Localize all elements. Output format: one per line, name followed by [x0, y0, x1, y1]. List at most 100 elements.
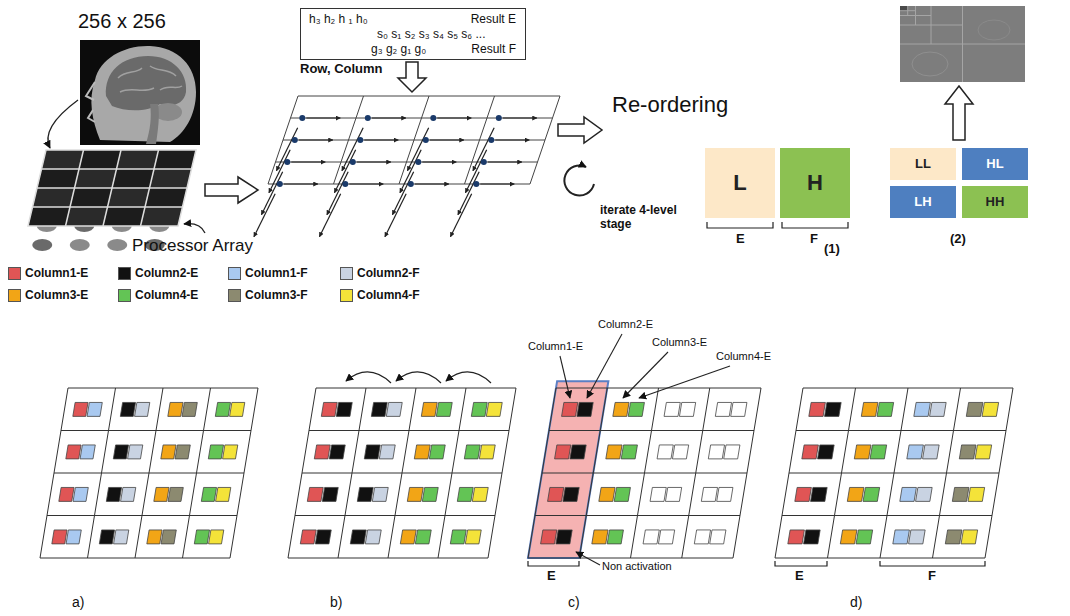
- filter-text: Result E: [471, 13, 516, 27]
- image-tile: [103, 207, 145, 226]
- grid-line: [37, 187, 187, 189]
- legend-swatch: [228, 289, 241, 302]
- grid-outline: [775, 388, 1013, 558]
- image-tile: [70, 188, 112, 207]
- data-square: [106, 487, 121, 501]
- data-square: [66, 530, 81, 544]
- data-square: [161, 445, 176, 459]
- grid-line: [535, 515, 740, 516]
- legend-text: Column1-F: [245, 266, 308, 280]
- tile-content: [70, 239, 90, 251]
- data-square: [788, 530, 805, 544]
- legend-text: Column1-E: [25, 266, 88, 280]
- data-square: [825, 402, 842, 416]
- grid-line: [302, 473, 502, 474]
- data-square: [464, 445, 480, 459]
- pixel-dot: [496, 115, 502, 121]
- image-size: 256 x 256: [78, 10, 166, 33]
- legend-item: Column3-E: [8, 288, 88, 302]
- result-texture: [912, 52, 948, 76]
- step-label: Re-ordering: [612, 92, 728, 117]
- leader-arrow: [623, 352, 668, 398]
- grid-background: [528, 388, 761, 558]
- column-arrow: [473, 128, 494, 171]
- data-square: [856, 530, 873, 544]
- data-square: [80, 445, 95, 459]
- grid-line: [283, 140, 545, 141]
- legend-item: Column4-E: [118, 288, 198, 302]
- legend-text: Column3-E: [25, 288, 88, 302]
- grid-line: [276, 162, 538, 163]
- data-square: [657, 445, 673, 459]
- data-square: [216, 487, 231, 501]
- part-label: Processor Array: [132, 236, 253, 256]
- data-square: [87, 402, 102, 416]
- data-square: [422, 487, 438, 501]
- data-square: [679, 402, 695, 416]
- data-square: [223, 445, 238, 459]
- column-arrow: [327, 172, 348, 215]
- row-arrow: [437, 117, 471, 118]
- data-square: [357, 487, 373, 501]
- step-label: Row, Column: [300, 62, 383, 77]
- legend-text: Column3-F: [245, 288, 308, 302]
- grid-line: [295, 515, 495, 516]
- data-square: [870, 445, 887, 459]
- subband-label: L: [733, 170, 746, 195]
- data-square: [877, 402, 894, 416]
- legend-item: Column2-E: [118, 266, 198, 280]
- data-square: [599, 487, 615, 501]
- image-tile: [79, 150, 121, 169]
- image-tile: [141, 207, 183, 226]
- pixel-dot: [488, 137, 494, 143]
- grid-outline: [288, 388, 516, 558]
- data-square: [665, 487, 681, 501]
- data-square: [168, 402, 183, 416]
- data-square: [907, 445, 924, 459]
- data-square: [804, 530, 821, 544]
- grid-outline: [28, 150, 196, 226]
- column-callout: Column4-E: [716, 350, 771, 363]
- legend-swatch: [8, 289, 21, 302]
- row-arrow: [422, 161, 456, 162]
- image-tile: [150, 169, 192, 188]
- legend-swatch: [118, 267, 131, 280]
- image-tile: [108, 188, 150, 207]
- subband-box: LH: [890, 186, 956, 218]
- data-square: [114, 530, 129, 544]
- mri-image: [80, 40, 200, 145]
- panel-label: b): [330, 594, 342, 610]
- data-square: [795, 487, 812, 501]
- legend-swatch: [340, 289, 353, 302]
- data-square: [577, 402, 593, 416]
- bracket: [528, 561, 579, 566]
- mri-brainstem: [146, 104, 159, 144]
- data-square: [350, 530, 366, 544]
- data-square: [555, 445, 571, 459]
- group-label: E: [547, 569, 556, 584]
- data-square: [386, 402, 402, 416]
- group-label: E: [736, 232, 745, 247]
- column-arrow: [276, 128, 297, 171]
- pixel-dot: [430, 115, 436, 121]
- grid-outline: [40, 388, 258, 558]
- column-arrow: [400, 150, 421, 193]
- data-square: [724, 445, 740, 459]
- row-arrow: [357, 161, 391, 162]
- legend-swatch: [118, 289, 131, 302]
- grid-line: [465, 96, 495, 184]
- legend-item: Column3-F: [228, 288, 308, 302]
- column-arrow: [269, 150, 290, 193]
- processor-array: [528, 381, 761, 558]
- data-square: [73, 487, 88, 501]
- data-square: [73, 402, 88, 416]
- legend-text: Column2-F: [357, 266, 420, 280]
- image-tile: [145, 188, 187, 207]
- hollow-arrow: [205, 177, 258, 203]
- data-square: [952, 487, 969, 501]
- data-square: [658, 530, 674, 544]
- data-square: [365, 530, 381, 544]
